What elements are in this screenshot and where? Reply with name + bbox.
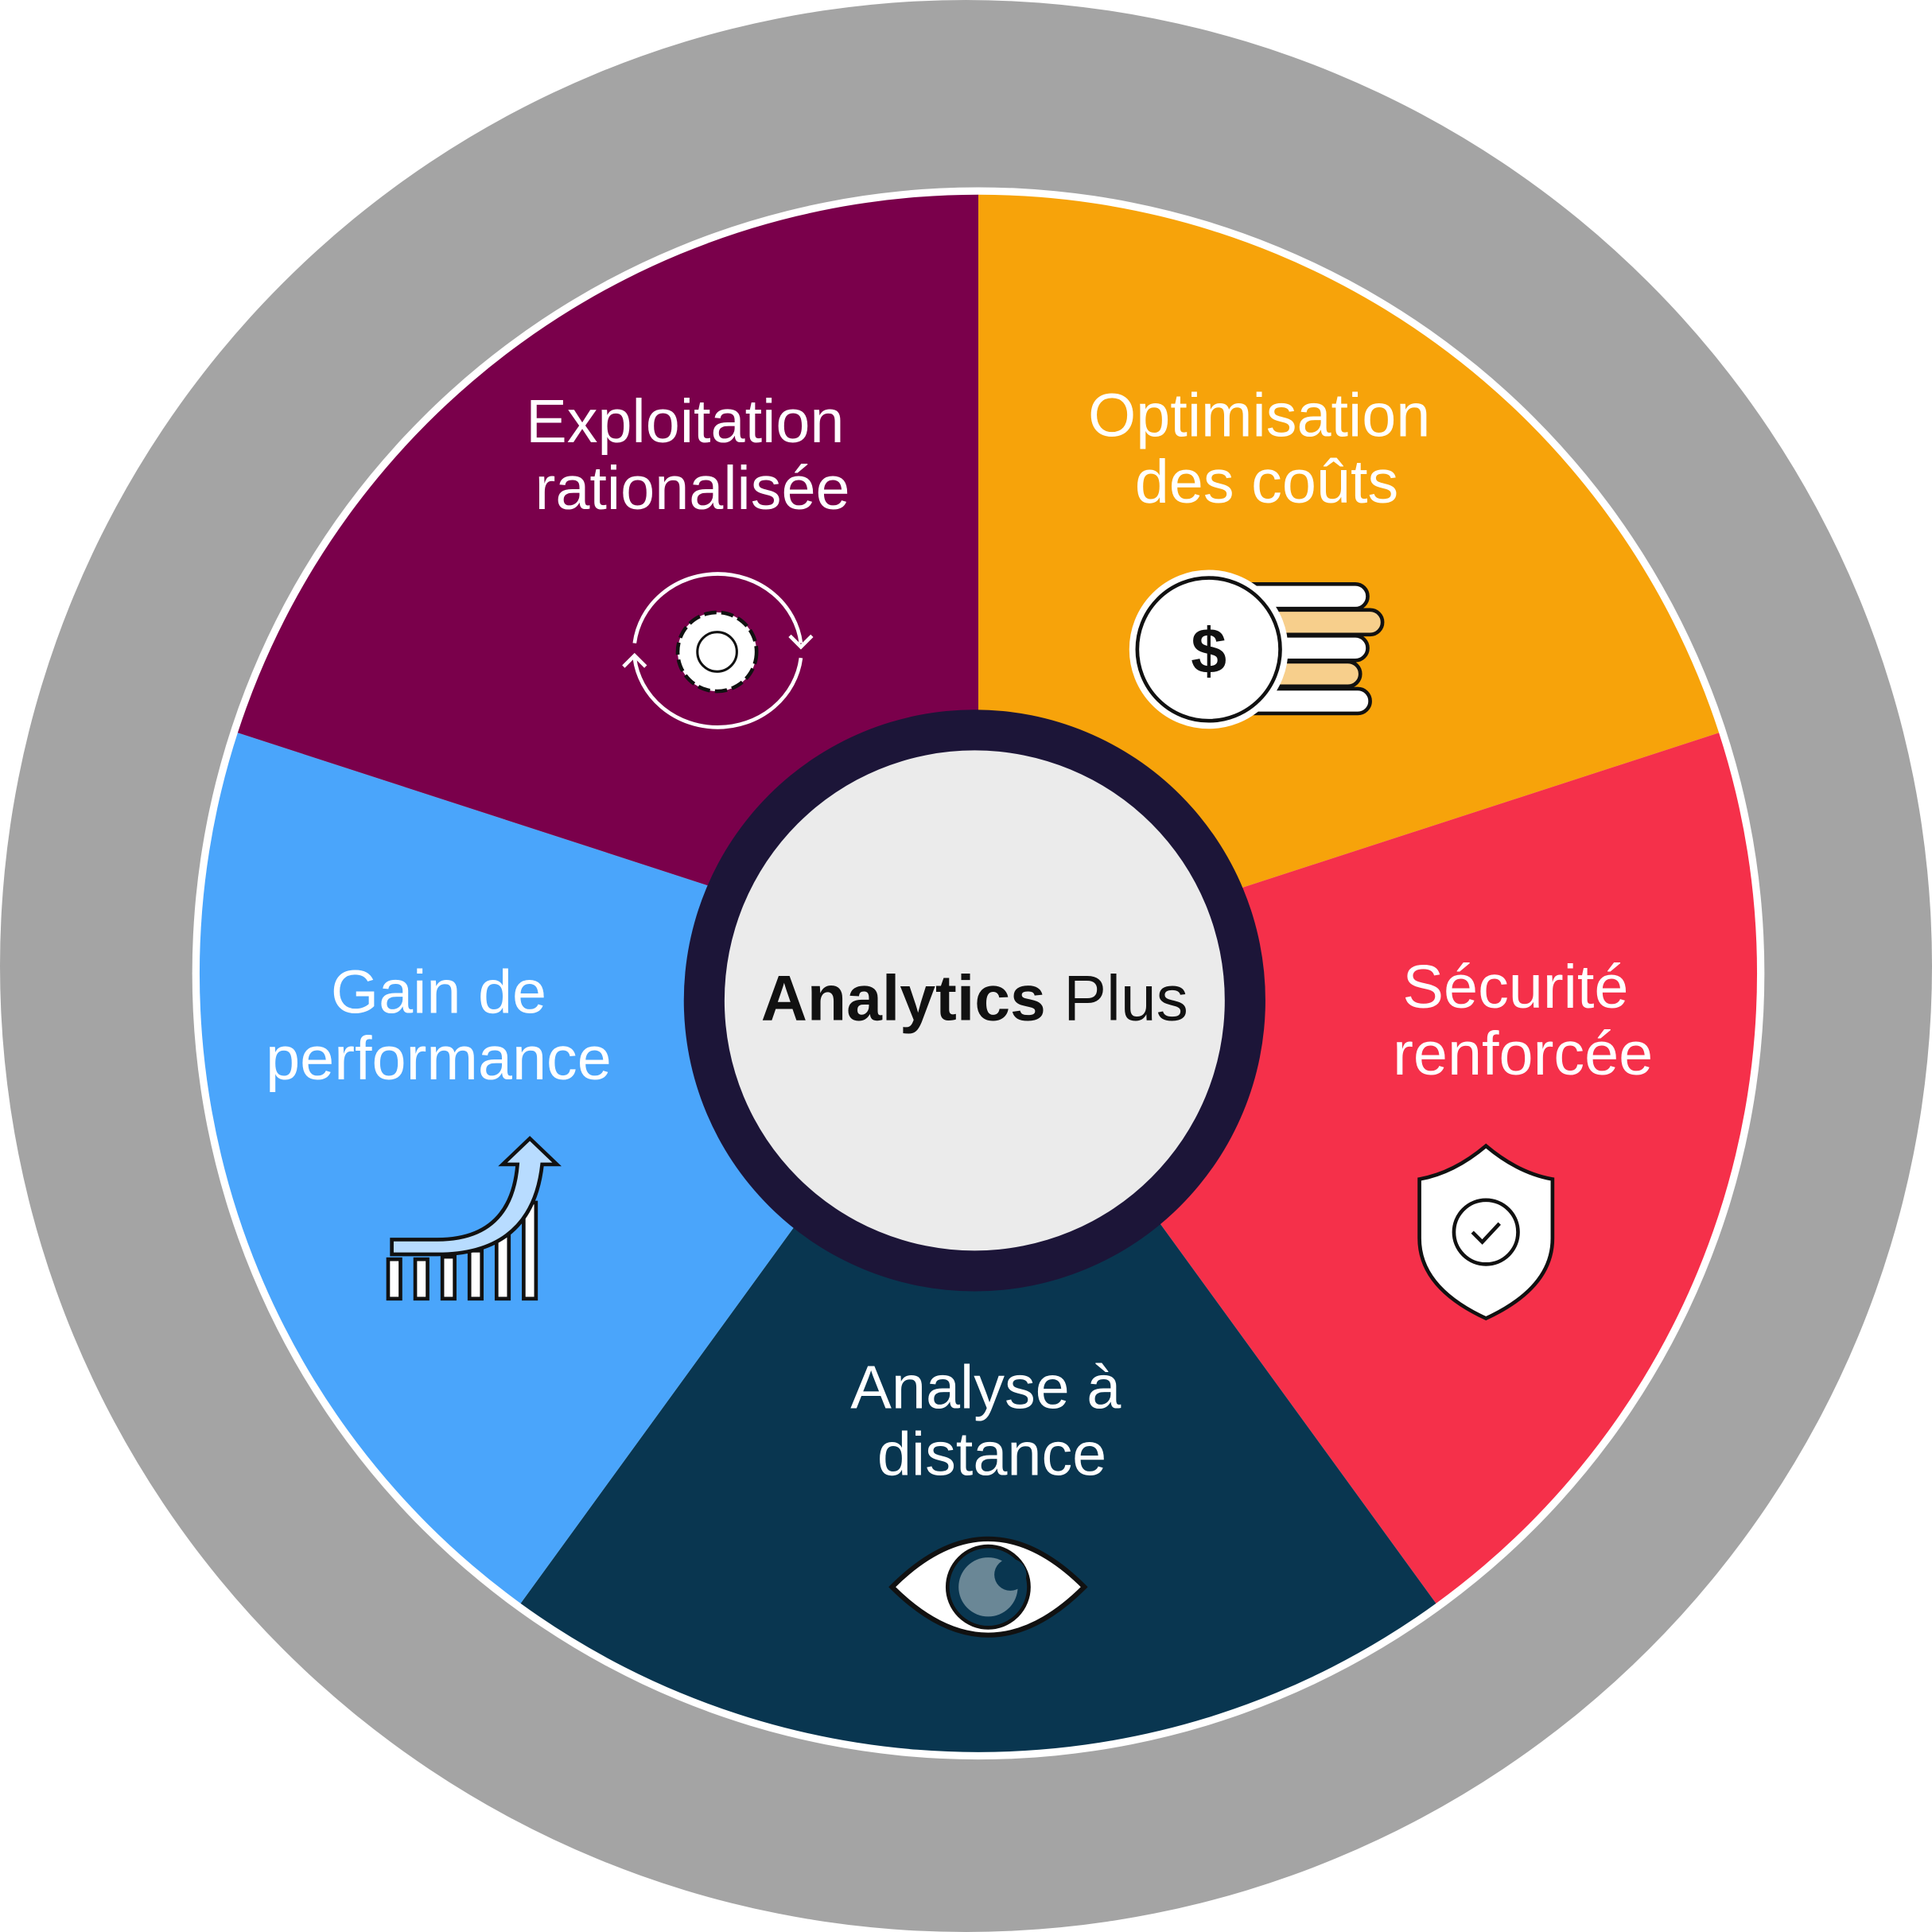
growth-chart-icon	[386, 1136, 562, 1301]
eye-icon	[888, 1536, 1088, 1638]
center-hub	[724, 750, 1225, 1251]
svg-text:$: $	[1191, 616, 1226, 687]
segment-slice-2	[520, 973, 1436, 1752]
dollar-coins-icon: $	[1129, 569, 1385, 729]
center-title: Analytics Plus	[761, 963, 1188, 1035]
gear-cycle-icon	[622, 572, 814, 729]
shield-check-icon	[1417, 1143, 1555, 1321]
